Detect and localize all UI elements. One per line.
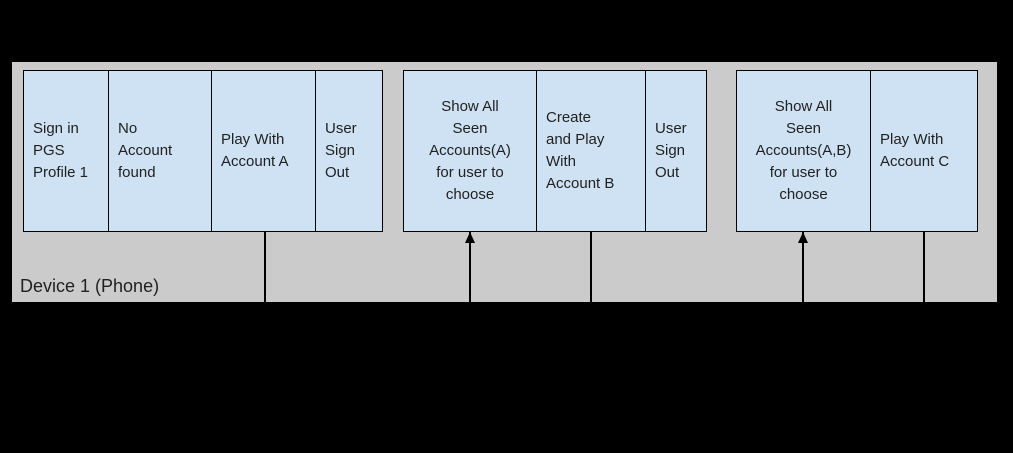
state-box-create-play-account-b: Create and Play With Account B xyxy=(537,70,646,232)
state-group-2: Show All Seen Accounts(A) for user to ch… xyxy=(403,70,707,232)
state-group-3: Show All Seen Accounts(A,B) for user to … xyxy=(736,70,978,232)
connector-line-account-a xyxy=(264,232,266,302)
state-box-sign-in-pgs-profile-1: Sign in PGS Profile 1 xyxy=(23,70,109,232)
arrow-up-icon xyxy=(798,232,808,243)
connector-line-account-b xyxy=(590,232,592,302)
state-box-no-account-found: No Account found xyxy=(109,70,212,232)
state-box-label: Show All Seen Accounts(A) for user to ch… xyxy=(429,98,511,203)
state-box-play-with-account-c: Play With Account C xyxy=(871,70,978,232)
state-box-show-seen-accounts-ab: Show All Seen Accounts(A,B) for user to … xyxy=(736,70,871,232)
device-lane-label: Device 1 (Phone) xyxy=(20,276,160,296)
state-box-label: Sign in PGS Profile 1 xyxy=(33,120,89,181)
state-group-1: Sign in PGS Profile 1 No Account found P… xyxy=(23,70,383,232)
state-box-label: Play With Account A xyxy=(221,131,289,170)
state-box-label: Show All Seen Accounts(A,B) for user to … xyxy=(755,98,852,203)
arrow-up-icon xyxy=(465,232,475,243)
connector-arrow-up-accounts-a xyxy=(465,232,475,302)
connector-line-account-c xyxy=(923,232,925,302)
state-box-play-with-account-a: Play With Account A xyxy=(212,70,316,232)
state-box-user-sign-out-1: User Sign Out xyxy=(316,70,383,232)
state-box-show-seen-accounts-a: Show All Seen Accounts(A) for user to ch… xyxy=(403,70,537,232)
connector-arrow-up-accounts-ab xyxy=(798,232,808,302)
state-box-label: User Sign Out xyxy=(325,120,357,181)
state-box-label: Create and Play With Account B xyxy=(546,109,615,192)
state-box-label: User Sign Out xyxy=(655,120,687,181)
device-lane: Sign in PGS Profile 1 No Account found P… xyxy=(12,62,997,302)
state-box-user-sign-out-2: User Sign Out xyxy=(646,70,707,232)
state-box-label: No Account found xyxy=(118,120,173,181)
state-box-label: Play With Account C xyxy=(880,131,950,170)
